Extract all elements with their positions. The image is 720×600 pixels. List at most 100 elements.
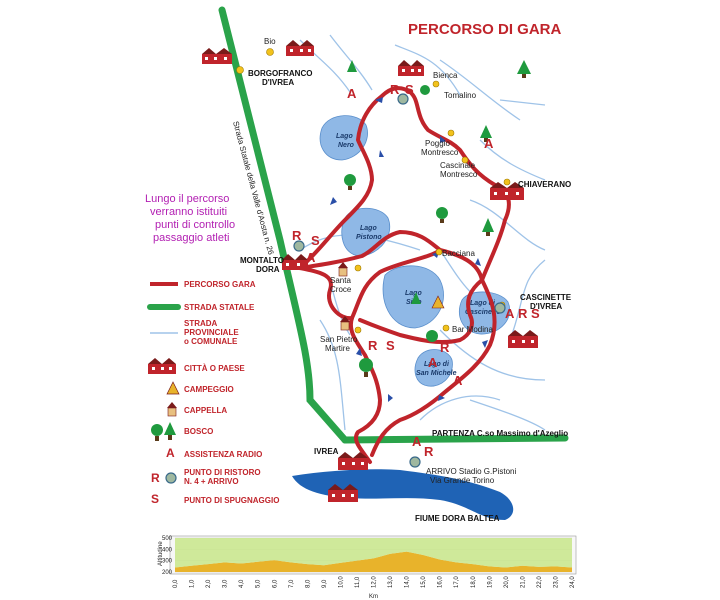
profile-y-tick: 500	[162, 536, 173, 542]
label-cascinale: Cascinale	[440, 161, 476, 170]
lake-pistono-label: Lago	[360, 225, 377, 232]
legend-ristoro-icon	[165, 472, 177, 484]
label-san-pietro: San Pietro	[320, 335, 358, 344]
town-icon	[398, 60, 424, 76]
label-ivrea: IVREA	[314, 447, 339, 456]
town-icon	[490, 182, 524, 200]
trees	[344, 60, 531, 377]
legend-provinciale-3: o COMUNALE	[184, 337, 238, 346]
label-santa-croce-2: Croce	[330, 285, 352, 294]
profile-x-tick: 6,0	[272, 579, 278, 588]
label-montalto-2: DORA	[256, 265, 280, 274]
svg-text:R: R	[518, 306, 528, 321]
svg-text:R: R	[440, 340, 450, 355]
lake-cascinette-label: Lago di	[470, 300, 496, 307]
tree-icon	[344, 174, 356, 190]
chapel-icon	[338, 262, 348, 277]
svg-text:S: S	[531, 306, 540, 321]
label-poggio: Poggio	[425, 139, 450, 148]
chapel-icon	[340, 316, 350, 331]
label-cascinette: CASCINETTE	[520, 293, 572, 302]
lake-sirio	[382, 265, 444, 329]
tree-icon	[420, 85, 430, 95]
tree-icon	[480, 125, 492, 142]
profile-x-tick: 11,0	[355, 576, 361, 588]
legend-assistenza: ASSISTENZA RADIO	[184, 450, 262, 459]
profile-x-tick: 2,0	[206, 579, 212, 588]
svg-text:R: R	[424, 444, 434, 459]
legend-letter-a: A	[166, 446, 175, 460]
profile-x-tick: 0,0	[173, 579, 179, 588]
lake-sanmichele-label: Lago di	[424, 361, 450, 368]
lake-nero-label-2: Nero	[338, 142, 355, 149]
control-note: Lungo il percorso verranno istituiti pun…	[145, 193, 235, 244]
label-bienca: Bienca	[433, 71, 458, 80]
profile-x-tick: 15,0	[421, 576, 427, 588]
legend: PERCORSO GARA STRADA STATALE STRADA PROV…	[147, 280, 279, 506]
profile-green-band	[175, 538, 572, 568]
tree-icon	[482, 218, 494, 236]
lakes	[319, 115, 511, 387]
svg-text:R: R	[390, 82, 400, 97]
tree-icon	[517, 60, 531, 78]
svg-text:A: A	[484, 136, 494, 151]
profile-x-tick: 13,0	[388, 576, 394, 588]
river-dora-baltea	[292, 469, 514, 520]
profile-y-tick: 300	[162, 559, 173, 565]
svg-text:S: S	[311, 233, 320, 248]
town-icon	[202, 48, 232, 64]
label-montalto: MONTALTO	[240, 256, 284, 265]
profile-y-tick: 200	[162, 570, 173, 576]
svg-text:A: A	[412, 434, 422, 449]
legend-percorso: PERCORSO GARA	[184, 280, 256, 289]
lake-sirio-label: Lago	[405, 290, 422, 297]
svg-text:A: A	[306, 250, 316, 265]
tree-icon	[436, 207, 448, 223]
legend-cappella: CAPPELLA	[184, 406, 227, 415]
legend-town-icon	[148, 358, 176, 374]
label-arrivo: ARRIVO Stadio G.Pistoni	[426, 467, 516, 476]
legend-spugnaggio: PUNTO DI SPUGNAGGIO	[184, 496, 279, 505]
label-bacciana: Bacciana	[442, 249, 475, 258]
profile-x-tick: 19,0	[487, 576, 493, 588]
label-poggio-2: Montresco	[421, 148, 459, 157]
legend-bosco: BOSCO	[184, 427, 213, 436]
legend-provinciale-2: PROVINCIALE	[184, 328, 239, 337]
profile-x-tick: 23,0	[553, 576, 559, 588]
svg-text:S: S	[386, 338, 395, 353]
svg-text:Lungo il percorso: Lungo il percorso	[145, 193, 229, 205]
profile-area	[175, 551, 572, 572]
profile-x-tick: 18,0	[471, 576, 477, 588]
profile-x-tick: 4,0	[239, 579, 245, 588]
label-chiaverano: CHIAVERANO	[518, 180, 571, 189]
svg-text:passaggio atleti: passaggio atleti	[153, 232, 229, 244]
profile-x-tick: 3,0	[223, 579, 229, 588]
label-tomalino: Tomalino	[444, 91, 477, 100]
secondary-roads	[299, 34, 546, 431]
place-labels: Bio BORGOFRANCO D'IVREA Bienca Tomalino …	[240, 37, 572, 485]
legend-campeggio: CAMPEGGIO	[184, 385, 234, 394]
svg-text:punti di controllo: punti di controllo	[155, 219, 235, 231]
map-letters: A R S A R S A R S A R A R S A A R	[292, 82, 540, 459]
label-cascinette-2: D'IVREA	[530, 302, 562, 311]
tree-icon	[359, 358, 373, 377]
lake-cascinette-label-2: Cascinette	[465, 309, 501, 316]
camping-icon	[431, 295, 445, 309]
label-partenza: PARTENZA C.so Massimo d'Azeglio	[432, 429, 568, 438]
legend-letter-r: R	[151, 471, 160, 485]
label-arrivo-2: Via Grande Torino	[430, 476, 495, 485]
chapels	[338, 262, 445, 331]
legend-provinciale: STRADA	[184, 319, 218, 328]
profile-x-tick: 22,0	[537, 576, 543, 588]
svg-text:R: R	[292, 228, 302, 243]
label-cascinale-2: Montresco	[440, 170, 478, 179]
profile-y-label: Altitudine	[158, 541, 164, 566]
tree-icon	[411, 292, 421, 304]
lake-pistono-label-2: Pistono	[356, 234, 382, 241]
profile-x-tick: 21,0	[520, 576, 526, 588]
label-san-pietro-2: Martire	[325, 344, 350, 353]
towns	[202, 40, 538, 502]
town-icon	[286, 40, 314, 56]
